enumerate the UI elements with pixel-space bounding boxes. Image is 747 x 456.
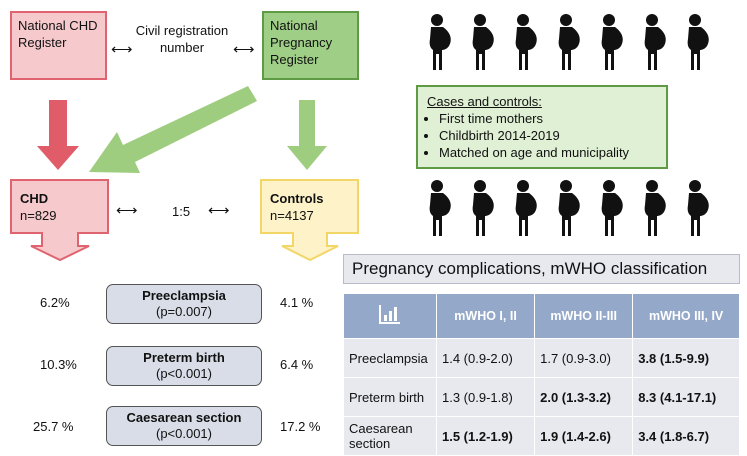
chd-group-n: n=829 (20, 208, 57, 223)
row-label: Preeclampsia (343, 338, 437, 378)
table-row: Preeclampsia 1.4 (0.9-2.0) 1.7 (0.9-3.0)… (343, 338, 740, 378)
ratio-label: 1:5 (172, 204, 191, 219)
double-arrow-ratio-right: ⟷ (208, 202, 230, 219)
pregnant-woman-icon (515, 180, 537, 236)
cases-controls-list: First time mothers Childbirth 2014-2019 … (427, 110, 657, 161)
pregnancy-register-label: National Pregnancy Register (270, 18, 333, 67)
controls-group-n: n=4137 (270, 208, 314, 223)
preterm-box: Preterm birth (p<0.001) (106, 346, 262, 386)
green-down-arrow (287, 100, 327, 170)
pregnant-women-bottom-row (429, 180, 709, 236)
pregnant-woman-icon (644, 14, 666, 70)
pregnant-woman-icon (644, 180, 666, 236)
table-header: mWHO II-III (534, 293, 634, 339)
chd-register-box: National CHD Register (10, 11, 107, 80)
preeclampsia-box: Preeclampsia (p=0.007) (106, 284, 262, 324)
pregnant-woman-icon (558, 14, 580, 70)
controls-preeclampsia-pct: 4.1 % (280, 295, 314, 310)
pregnant-woman-icon (558, 180, 580, 236)
double-arrow-ratio-left: ⟷ (116, 202, 138, 219)
chd-group-shape (10, 179, 109, 262)
controls-group-shape (260, 179, 359, 262)
row-label: Caesarean section (343, 416, 437, 456)
caesarean-box: Caesarean section (p<0.001) (106, 406, 262, 446)
row-label: Preterm birth (343, 377, 437, 417)
table-cell: 1.3 (0.9-1.8) (435, 377, 536, 417)
double-arrow-right: ⟷ (233, 41, 255, 58)
cases-controls-title: Cases and controls: (427, 94, 542, 109)
chd-register-label: National CHD Register (18, 18, 98, 50)
cases-controls-box: Cases and controls: First time mothers C… (416, 85, 668, 169)
controls-caesarean-pct: 17.2 % (280, 419, 321, 434)
controls-group-title: Controls (270, 191, 324, 206)
table-cell: 1.5 (1.2-1.9) (435, 416, 536, 456)
table-cell: 1.4 (0.9-2.0) (435, 338, 536, 378)
pregnancy-register-box: National Pregnancy Register (262, 11, 359, 80)
chd-preterm-pct: 10.3% (40, 357, 77, 372)
table-cell: 2.0 (1.3-3.2) (534, 377, 634, 417)
preterm-p: (p<0.001) (155, 366, 212, 381)
preterm-label: Preterm birth (143, 350, 225, 365)
pregnant-woman-icon (601, 14, 623, 70)
table-title: Pregnancy complications, mWHO classifica… (343, 254, 740, 284)
table-cell: 3.4 (1.8-6.7) (632, 416, 740, 456)
table-cell: 8.3 (4.1-17.1) (632, 377, 740, 417)
list-item: First time mothers (439, 110, 657, 127)
table-header: mWHO III, IV (632, 293, 740, 339)
preeclampsia-p: (p=0.007) (155, 304, 212, 319)
table-row: Caesarean section 1.5 (1.2-1.9) 1.9 (1.4… (343, 416, 740, 456)
chd-caesarean-pct: 25.7 % (33, 419, 74, 434)
table-cell: 1.7 (0.9-3.0) (534, 338, 634, 378)
list-item: Matched on age and municipality (439, 144, 657, 161)
pregnant-woman-icon (601, 180, 623, 236)
chd-preeclampsia-pct: 6.2% (40, 295, 70, 310)
green-diagonal-arrow (89, 86, 257, 173)
double-arrow-left: ⟷ (111, 41, 133, 58)
pregnant-woman-icon (472, 14, 494, 70)
bar-chart-icon (379, 305, 400, 324)
chd-group-text: CHD n=829 (20, 190, 57, 224)
pregnant-woman-icon (687, 14, 709, 70)
mwho-table: mWHO I, II mWHO II-III mWHO III, IV Pree… (343, 293, 740, 456)
table-cell: 1.9 (1.4-2.6) (534, 416, 634, 456)
table-corner (343, 293, 437, 339)
table-cell: 3.8 (1.5-9.9) (632, 338, 740, 378)
red-down-arrow (37, 100, 79, 170)
list-item: Childbirth 2014-2019 (439, 127, 657, 144)
caesarean-label: Caesarean section (126, 410, 242, 425)
pregnant-woman-icon (515, 14, 537, 70)
pregnant-woman-icon (429, 14, 451, 70)
table-row: Preterm birth 1.3 (0.9-1.8) 2.0 (1.3-3.2… (343, 377, 740, 417)
table-header-row: mWHO I, II mWHO II-III mWHO III, IV (343, 293, 740, 339)
controls-preterm-pct: 6.4 % (280, 357, 314, 372)
pregnant-women-top-row (429, 14, 709, 70)
chd-group-title: CHD (20, 191, 49, 206)
pregnant-woman-icon (472, 180, 494, 236)
preeclampsia-label: Preeclampsia (142, 288, 226, 303)
civil-registration-label: Civil registration number (135, 23, 229, 55)
pregnant-woman-icon (429, 180, 451, 236)
caesarean-p: (p<0.001) (155, 426, 212, 441)
table-header: mWHO I, II (435, 293, 536, 339)
pregnant-woman-icon (687, 180, 709, 236)
controls-group-text: Controls n=4137 (270, 190, 323, 224)
